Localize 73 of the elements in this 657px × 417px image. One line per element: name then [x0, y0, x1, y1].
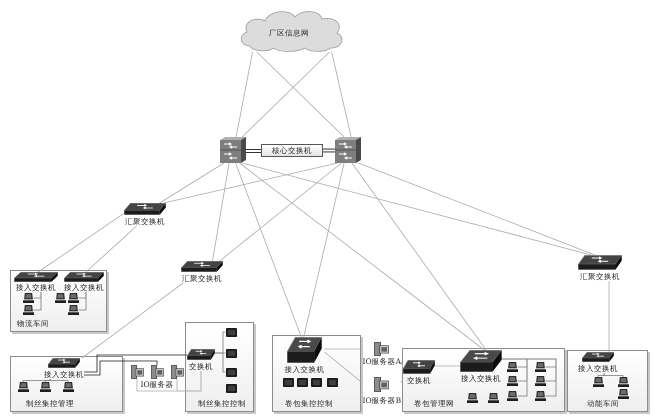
server-icon	[150, 365, 164, 379]
connector-line	[358, 162, 596, 256]
connector-line	[176, 370, 202, 392]
switch-icon	[220, 137, 246, 163]
connector-line	[164, 162, 338, 204]
connector-line	[82, 282, 184, 358]
computer-icon	[22, 293, 34, 303]
connector-line	[84, 360, 158, 376]
connector-line	[242, 162, 592, 256]
computer-icon	[40, 382, 50, 392]
computer-icon	[534, 376, 546, 386]
computer-icon	[488, 393, 498, 403]
connector-line	[400, 378, 404, 383]
connector-line	[324, 352, 363, 384]
connector-line	[50, 378, 68, 382]
group-box	[272, 335, 361, 412]
double-line	[323, 148, 335, 152]
monitor-icon	[226, 328, 236, 336]
computer-icon	[618, 377, 628, 387]
group-box	[567, 350, 648, 412]
connector-line	[324, 348, 363, 350]
computer-icon	[54, 293, 66, 303]
connector-line	[303, 162, 344, 338]
connector-line	[236, 52, 253, 138]
connector-line	[604, 372, 624, 378]
connector-line	[78, 292, 86, 310]
connector-line	[242, 52, 330, 138]
connector-line	[212, 162, 230, 262]
server-icon	[170, 365, 184, 379]
group-box	[402, 348, 565, 412]
computer-icon	[534, 391, 546, 401]
computer-icon	[506, 376, 518, 386]
computer-icon	[62, 382, 74, 392]
monitor-icon	[226, 384, 236, 392]
monitor-icon	[282, 378, 294, 386]
connector-line	[598, 372, 604, 378]
group-box	[10, 270, 107, 332]
connector-line	[608, 280, 610, 352]
monitor-icon	[310, 378, 322, 386]
connector-line	[33, 292, 42, 310]
computer-icon	[466, 393, 478, 403]
connector-line	[219, 162, 342, 262]
double-line	[246, 149, 261, 153]
monitor-icon	[226, 368, 236, 376]
server-icon	[130, 365, 144, 379]
computer-icon	[22, 305, 34, 315]
monitor-icon	[226, 348, 236, 358]
connector-line	[502, 358, 556, 396]
connector-line	[159, 162, 224, 204]
connector-line	[235, 162, 302, 338]
connector-line	[214, 352, 226, 372]
monitor-icon	[296, 378, 308, 386]
computer-icon	[506, 362, 518, 372]
computer-icon	[618, 389, 628, 399]
computer-icon	[68, 293, 78, 303]
connector-line	[38, 212, 124, 272]
connector-line	[86, 226, 137, 272]
connector-line	[256, 52, 344, 138]
computer-icon	[506, 391, 518, 401]
connector-line	[352, 162, 486, 350]
computer-icon	[534, 362, 546, 372]
computer-icon	[592, 377, 604, 387]
computer-icon	[68, 305, 78, 315]
computer-icon	[18, 382, 28, 392]
group-box	[185, 322, 254, 412]
connector-line	[44, 378, 50, 382]
group-box	[10, 356, 123, 412]
monitor-icon	[326, 378, 338, 386]
connector-line	[400, 360, 404, 368]
switch-icon	[335, 137, 361, 163]
connector-line	[331, 52, 352, 138]
connector-line	[84, 354, 188, 372]
connector-line	[239, 162, 485, 350]
